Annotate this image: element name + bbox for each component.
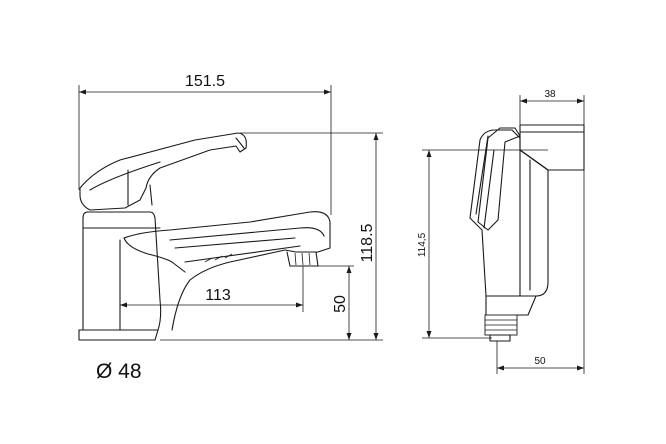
width-dimension (78, 85, 332, 215)
faucet-body (82, 211, 162, 331)
base-diameter-label: Ø 48 (96, 360, 142, 383)
faucet-drawing (78, 132, 331, 341)
sprayer-drawing (469, 124, 585, 342)
faucet-spout (123, 211, 331, 331)
spout-reach-label: 113 (205, 287, 231, 304)
spout-reach-dimension (119, 266, 304, 312)
faucet-aerator (286, 251, 319, 267)
sprayer-height-dimension (422, 149, 548, 339)
head-width-label: 38 (544, 89, 556, 100)
sprayer-height-label: 114,5 (417, 232, 428, 257)
height-label: 118.5 (359, 223, 376, 262)
head-width-dimension (519, 95, 585, 125)
faucet-base (78, 329, 159, 341)
height-dimension (160, 132, 383, 341)
base-width-dimension (496, 170, 585, 374)
sprayer-body (469, 129, 549, 297)
width-label: 151.5 (185, 73, 225, 90)
faucet-handle (79, 132, 247, 211)
sprayer-trigger (477, 127, 521, 231)
spout-height-label: 50 (332, 295, 349, 313)
spout-height-dimension (318, 265, 354, 340)
base-width-label: 50 (534, 356, 546, 367)
